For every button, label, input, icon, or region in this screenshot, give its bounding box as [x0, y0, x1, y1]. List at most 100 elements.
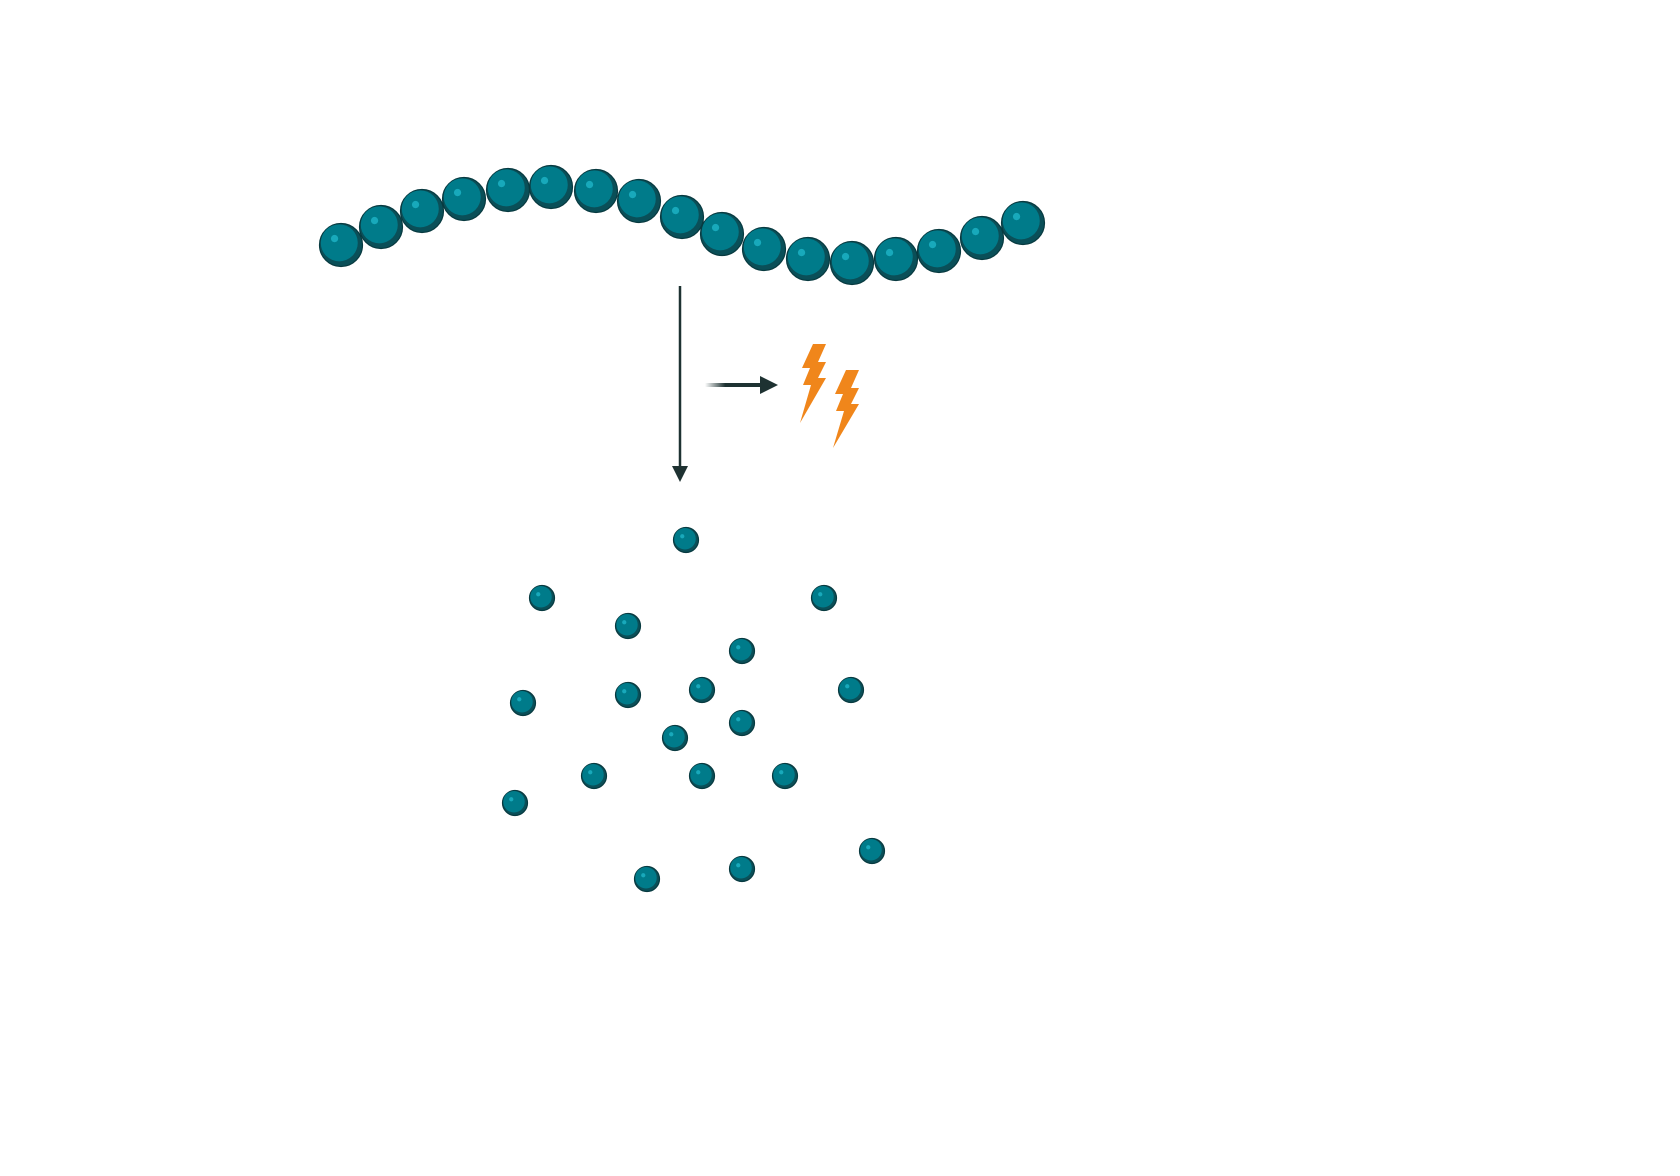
monomer [771, 762, 799, 790]
bead-highlight [536, 592, 541, 597]
bead-highlight [628, 190, 637, 199]
bead-body [918, 230, 956, 268]
bead-highlight [1012, 212, 1021, 221]
bead-body [443, 178, 481, 216]
bead-body [661, 196, 699, 234]
bead-body [787, 238, 825, 276]
monomer [688, 676, 716, 704]
bead-body [743, 228, 781, 266]
bead-highlight [866, 845, 871, 850]
bead-body [487, 169, 525, 207]
bead-highlight [753, 238, 762, 247]
chain-bead [485, 167, 531, 213]
bead-highlight [497, 179, 506, 188]
bead-highlight [841, 252, 850, 261]
arrow-down-icon [672, 466, 688, 482]
bead-body [773, 764, 795, 786]
monomer [858, 837, 886, 865]
chain-bead [399, 188, 445, 234]
arrow-right-icon [760, 376, 778, 394]
monomer [672, 526, 700, 554]
breakdown-arrow [672, 286, 688, 482]
monomer [728, 637, 756, 665]
chain-bead [829, 240, 875, 286]
bead-body [320, 224, 358, 262]
bead-body [839, 678, 861, 700]
chain-bead [616, 178, 662, 224]
chain-bead [916, 228, 962, 274]
bead-highlight [585, 180, 594, 189]
bead-body [616, 683, 638, 705]
bead-highlight [736, 645, 741, 650]
bead-body [618, 180, 656, 218]
monomer [614, 612, 642, 640]
bead-body [530, 166, 568, 204]
bead-body [701, 213, 739, 251]
bead-body [730, 639, 752, 661]
bead-body [875, 238, 913, 276]
arrow-right-shaft [705, 383, 763, 387]
bead-highlight [680, 534, 685, 539]
bead-highlight [517, 697, 522, 702]
bead-body [635, 867, 657, 889]
bead-highlight [588, 770, 593, 775]
bead-highlight [818, 592, 823, 597]
bead-highlight [540, 176, 549, 185]
bead-highlight [971, 227, 980, 236]
monomer [633, 865, 661, 893]
bead-body [401, 190, 439, 228]
bead-body [730, 857, 752, 879]
bead-highlight [641, 873, 646, 878]
chain-bead [785, 236, 831, 282]
chain-bead [318, 222, 364, 268]
bead-highlight [845, 684, 850, 689]
monomer [837, 676, 865, 704]
polymer-chain [318, 164, 1046, 286]
bead-body [961, 217, 999, 255]
bead-body [616, 614, 638, 636]
monomer [614, 681, 642, 709]
bead-highlight [330, 234, 339, 243]
chain-bead [1000, 200, 1046, 246]
bead-highlight [797, 248, 806, 257]
bead-body [663, 726, 685, 748]
lightning-bolt-icon [800, 344, 826, 423]
monomer [728, 855, 756, 883]
bead-highlight [509, 797, 514, 802]
bead-body [690, 678, 712, 700]
bead-highlight [622, 689, 627, 694]
chain-bead [441, 176, 487, 222]
monomer [580, 762, 608, 790]
monomer [728, 709, 756, 737]
chain-bead [358, 204, 404, 250]
bead-body [503, 791, 525, 813]
bead-highlight [671, 206, 680, 215]
bead-body [575, 170, 613, 208]
monomer [661, 724, 689, 752]
monomer [810, 584, 838, 612]
bead-highlight [696, 770, 701, 775]
bead-body [674, 528, 696, 550]
bead-highlight [885, 248, 894, 257]
chain-bead [659, 194, 705, 240]
chain-bead [873, 236, 919, 282]
bead-body [812, 586, 834, 608]
chain-bead [959, 215, 1005, 261]
monomer-cloud [501, 526, 886, 893]
bead-body [582, 764, 604, 786]
monomer [688, 762, 716, 790]
bead-body [511, 691, 533, 713]
bead-body [690, 764, 712, 786]
bead-body [860, 839, 882, 861]
bead-body [831, 242, 869, 280]
bead-highlight [622, 620, 627, 625]
bead-highlight [736, 717, 741, 722]
bead-highlight [696, 684, 701, 689]
bead-highlight [370, 216, 379, 225]
bead-highlight [453, 188, 462, 197]
bead-highlight [928, 240, 937, 249]
chain-bead [573, 168, 619, 214]
energy-release [705, 344, 859, 448]
chain-bead [741, 226, 787, 272]
